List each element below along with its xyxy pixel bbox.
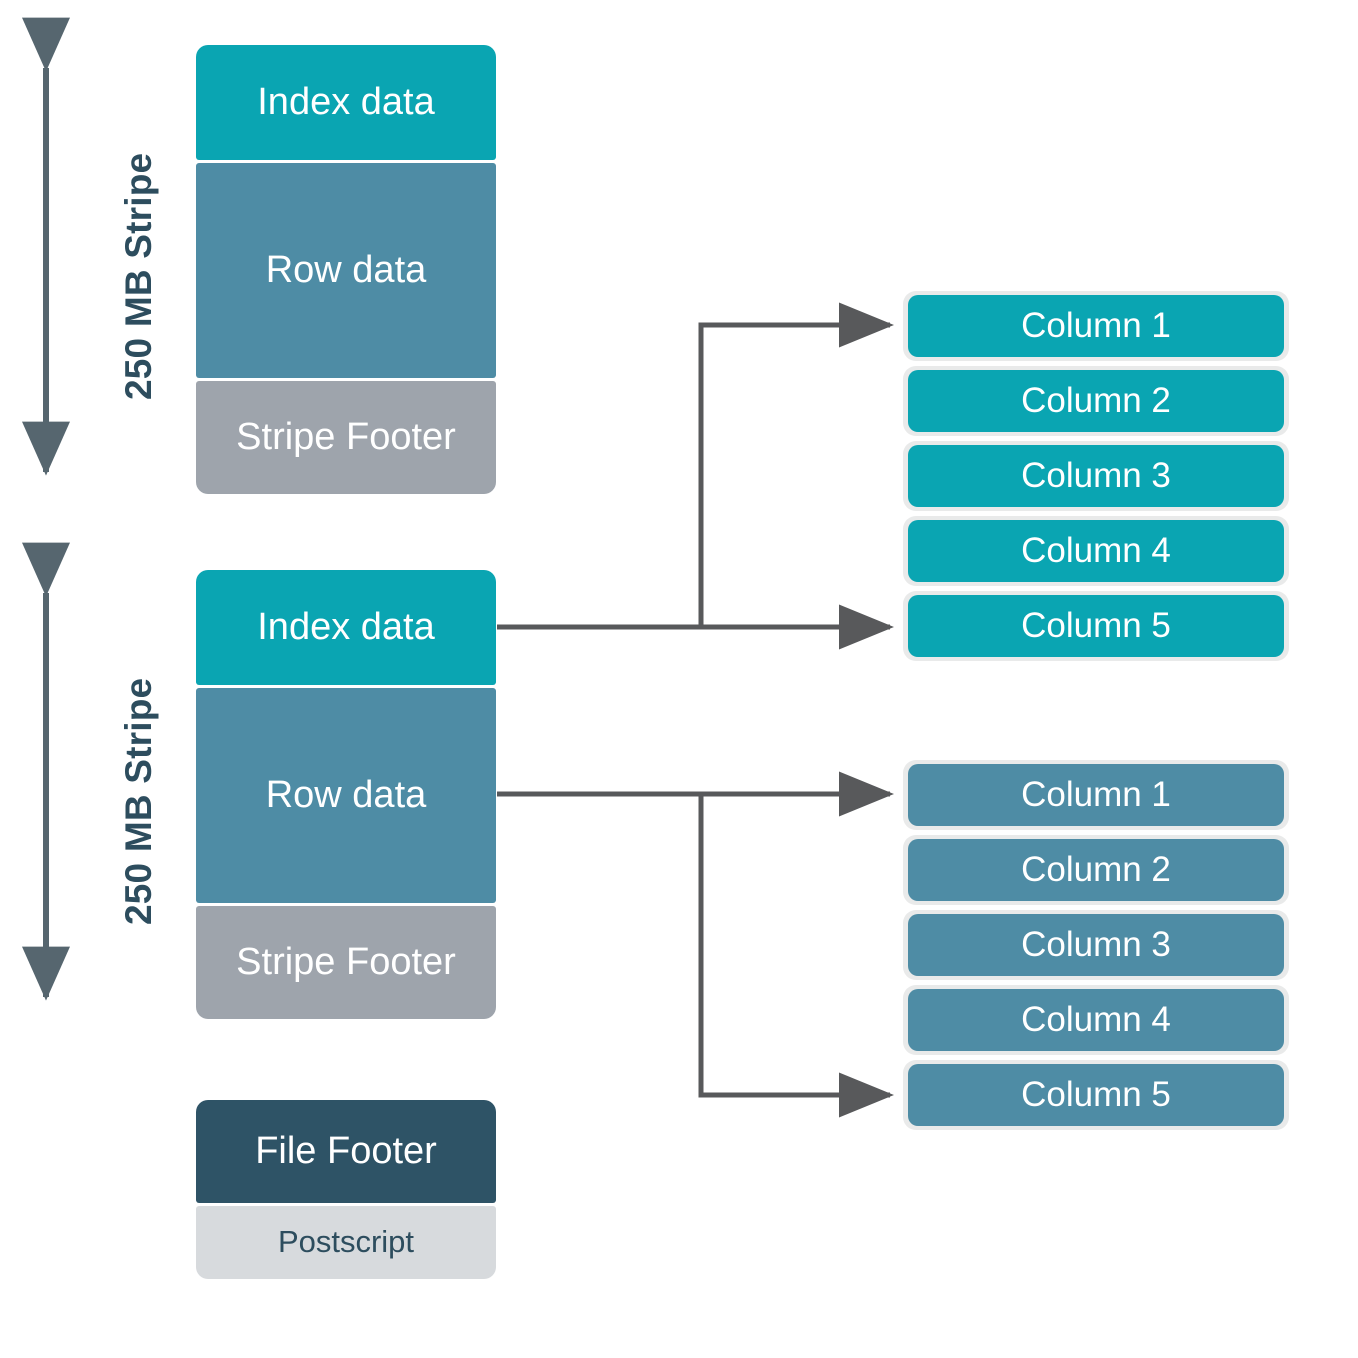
stripe-1-row-data: Row data <box>196 163 496 378</box>
stripe-1-stripe-footer: Stripe Footer <box>196 381 496 494</box>
index-column-1-card: Column 1 <box>903 291 1289 361</box>
index-column-3-card: Column 3 <box>903 441 1289 511</box>
index-column-2-label: Column 2 <box>1021 381 1171 420</box>
index-column-3-label: Column 3 <box>1021 456 1171 495</box>
connector-index-to-column1 <box>497 302 895 630</box>
stripe-1-stripe-footer-label: Stripe Footer <box>236 415 456 458</box>
stripe-2-stripe-footer-label: Stripe Footer <box>236 940 456 983</box>
index-column-5-label: Column 5 <box>1021 606 1171 645</box>
index-column-5-card: Column 5 <box>903 591 1289 661</box>
row-column-2-card: Column 2 <box>903 835 1289 905</box>
row-column-2-label: Column 2 <box>1021 850 1171 889</box>
row-column-4-label: Column 4 <box>1021 1000 1171 1039</box>
row-column-1-card: Column 1 <box>903 760 1289 830</box>
index-column-2-card: Column 2 <box>903 366 1289 436</box>
connector-row-to-column5 <box>497 791 895 1118</box>
stripe-1-row-data-label: Row data <box>265 248 427 291</box>
index-column-4-label: Column 4 <box>1021 531 1171 570</box>
row-column-3-card: Column 3 <box>903 910 1289 980</box>
stripe-1-index-data-label: Index data <box>257 80 435 123</box>
stripe-1-label: 250 MB Stripe <box>118 152 159 400</box>
postscript-block: Postscript <box>196 1206 496 1279</box>
postscript-label: Postscript <box>277 1224 415 1260</box>
index-column-1-label: Column 1 <box>1021 306 1171 345</box>
row-column-5-card: Column 5 <box>903 1060 1289 1130</box>
stripe-2-stripe-footer: Stripe Footer <box>196 906 496 1019</box>
stripe-2-row-data-label: Row data <box>265 773 427 816</box>
stripe-2-label: 250 MB Stripe <box>118 677 159 925</box>
stripe-1-index-data: Index data <box>196 45 496 160</box>
file-footer-label: File Footer <box>255 1129 437 1172</box>
stripe-2-row-data: Row data <box>196 688 496 903</box>
stripe-2-index-data-label: Index data <box>257 605 435 648</box>
row-column-4-card: Column 4 <box>903 985 1289 1055</box>
row-column-3-label: Column 3 <box>1021 925 1171 964</box>
row-column-1-label: Column 1 <box>1021 775 1171 814</box>
row-column-5-label: Column 5 <box>1021 1075 1171 1114</box>
file-footer-block: File Footer <box>196 1100 496 1203</box>
stripe-2-index-data: Index data <box>196 570 496 685</box>
index-column-4-card: Column 4 <box>903 516 1289 586</box>
